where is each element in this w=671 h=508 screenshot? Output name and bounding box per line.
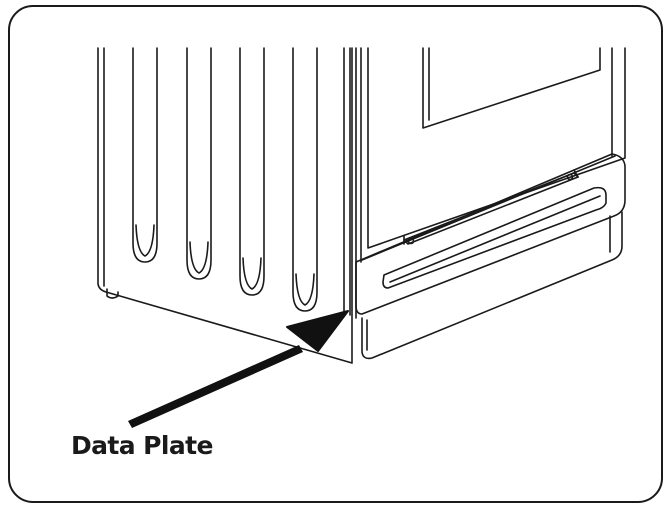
leveling-foot bbox=[106, 288, 119, 299]
side-panel-ribs bbox=[132, 47, 318, 312]
data-plate-label: Data Plate bbox=[71, 431, 213, 460]
data-plate-arrow bbox=[128, 310, 349, 428]
frame-border bbox=[8, 5, 663, 503]
range-side-panel bbox=[97, 47, 353, 364]
oven-window bbox=[422, 47, 601, 129]
storage-drawer bbox=[355, 153, 626, 360]
range-front bbox=[355, 47, 626, 360]
oven-door bbox=[367, 47, 626, 249]
